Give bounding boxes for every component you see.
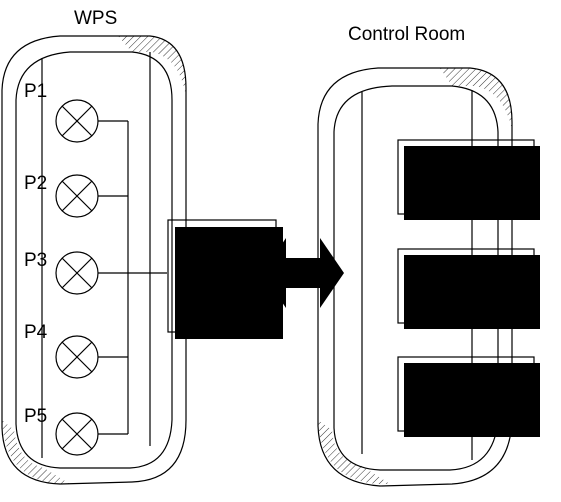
block-face: [397, 139, 535, 215]
control-room-inner-outline: [333, 85, 499, 471]
block-shadow: [404, 255, 540, 329]
control-room-top-right-hatch: [440, 68, 512, 130]
wps-top-right-hatch: [118, 36, 186, 97]
control-room-bottom-left-hatch: [318, 420, 390, 484]
block-label-line2: Validation: [421, 289, 503, 310]
pump-5: P5: [24, 406, 128, 456]
wps-title: WPS: [74, 8, 117, 29]
block-shadow: [404, 146, 540, 220]
pump-label-p5: P5: [24, 406, 47, 427]
rtu-box: RTU Data: [167, 219, 283, 339]
rtu-label-line1: RTU: [197, 237, 236, 258]
block-data-analysis: Data Analysis: [397, 139, 540, 220]
pump-2: P2: [24, 173, 128, 218]
block-shadow: [404, 363, 540, 437]
control-room-outer-outline: [317, 67, 513, 487]
rtu-label-line2: Data: [195, 272, 236, 293]
pump-label-p4: P4: [24, 322, 48, 343]
wps-bottom-left-hatch: [2, 420, 70, 484]
block-data-storage: Data Storage: [397, 356, 540, 437]
rtu-box-shadow: [175, 227, 283, 339]
wps-station: [1, 35, 187, 485]
block-data-validation: Data Validation: [397, 248, 540, 329]
wps-inner-outline: [15, 51, 173, 469]
block-label-line1: Data: [421, 260, 462, 281]
pump-label-p3: P3: [24, 250, 47, 271]
pump-3: P3: [24, 250, 128, 295]
pump-4: P4: [24, 322, 128, 379]
bidirectional-arrow-icon: [262, 238, 344, 308]
block-label-line1: Data: [421, 369, 462, 390]
block-face: [397, 356, 535, 432]
block-label-line2: Analysis: [421, 181, 492, 202]
pump-label-p2: P2: [24, 173, 47, 194]
pump-1: P1: [24, 81, 128, 143]
block-face: [397, 248, 535, 324]
block-label-line2: Storage: [421, 398, 488, 419]
control-room-title: Control Room: [348, 24, 465, 45]
wps-outer-outline: [1, 35, 187, 485]
block-label-line1: Data: [421, 152, 462, 173]
pump-label-p1: P1: [24, 81, 47, 102]
